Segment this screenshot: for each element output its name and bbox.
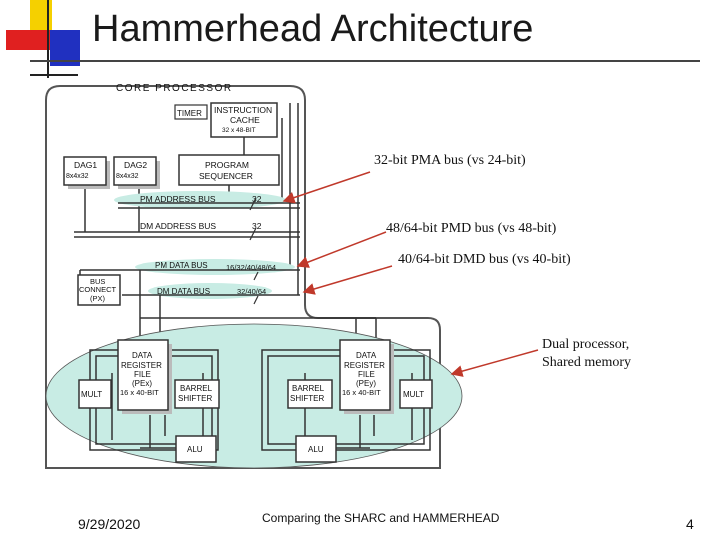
right-mult-block	[399, 379, 433, 409]
dag1-label: DAG1	[74, 160, 97, 170]
right-barrel-shifter-block	[287, 379, 333, 409]
right-regfile-line-2: REGISTER	[344, 361, 385, 370]
pma-bus-annotation: 32-bit PMA bus (vs 24-bit)	[374, 153, 526, 168]
pma-arrow	[282, 171, 371, 204]
left-regfile-line-4: (PEx)	[132, 379, 152, 388]
left-mult-block	[78, 379, 112, 409]
footer-title: Comparing the SHARC and HAMMERHEAD	[262, 511, 500, 525]
dm-address-bus-label: DM ADDRESS BUS	[140, 221, 216, 231]
right-regfile-line-1: DATA	[356, 351, 377, 360]
pm-data-bus-highlight	[135, 259, 295, 275]
shared-memory-annotation: Shared memory	[542, 355, 632, 370]
left-register-file-block	[117, 339, 169, 411]
pm-address-bus-highlight	[114, 191, 286, 209]
bus-connect-line-3: (PX)	[90, 294, 106, 303]
pmd-bus-annotation: 48/64-bit PMD bus (vs 48-bit)	[386, 221, 557, 236]
icache-line-3: 32 x 48-BIT	[222, 127, 256, 134]
dmd-arrow	[302, 265, 393, 295]
pmd-arrow	[296, 231, 387, 268]
dag2-label: DAG2	[124, 160, 147, 170]
right-mult-label: MULT	[403, 390, 424, 399]
pm-data-bus-label: PM DATA BUS	[155, 261, 208, 270]
timer-label: TIMER	[177, 109, 202, 118]
right-regfile-line-5: 16 x 40-BIT	[342, 388, 381, 397]
right-alu-label: ALU	[308, 445, 324, 454]
right-regfile-line-4: (PEy)	[356, 379, 376, 388]
core-processor-border	[45, 85, 441, 469]
corner-bar-vertical	[47, 0, 49, 78]
title-underline	[30, 60, 700, 62]
pm-address-bus-label: PM ADDRESS BUS	[140, 194, 216, 204]
dag1-size: 8x4x32	[66, 173, 89, 180]
left-barrel-line-1: BARREL	[180, 384, 213, 393]
bus-connect-line-1: BUS	[90, 277, 105, 286]
left-regfile-line-3: FILE	[134, 370, 151, 379]
sequencer-line-2: SEQUENCER	[199, 171, 253, 181]
left-alu-block	[175, 435, 217, 463]
icache-line-2: CACHE	[230, 115, 260, 125]
sequencer-line-1: PROGRAM	[205, 160, 249, 170]
dm-data-bus-label: DM DATA BUS	[157, 287, 210, 296]
right-regfile-line-3: FILE	[358, 370, 375, 379]
core-processor-label: CORE PROCESSOR	[116, 83, 233, 94]
dag2-block	[113, 156, 157, 186]
right-barrel-line-1: BARREL	[292, 384, 325, 393]
left-alu-label: ALU	[187, 445, 203, 454]
right-barrel-line-2: SHIFTER	[290, 394, 324, 403]
left-regfile-line-5: 16 x 40-BIT	[120, 388, 159, 397]
pm-address-bus-width: 32	[252, 194, 262, 204]
right-register-file-block	[339, 339, 391, 411]
program-sequencer-block	[178, 154, 280, 186]
dmd-bus-annotation: 40/64-bit DMD bus (vs 40-bit)	[398, 252, 571, 267]
dag2-size: 8x4x32	[116, 173, 139, 180]
slide-title: Hammerhead Architecture	[92, 8, 534, 50]
corner-bar-horizontal	[30, 74, 78, 76]
dm-data-bus-width: 32/40/64	[237, 287, 266, 296]
left-regfile-line-1: DATA	[132, 351, 153, 360]
left-barrel-line-2: SHIFTER	[178, 394, 212, 403]
instruction-cache-block	[210, 102, 278, 138]
left-barrel-shifter-block	[174, 379, 220, 409]
corner-square-red	[6, 30, 50, 50]
icache-line-1: INSTRUCTION	[214, 105, 272, 115]
left-mult-label: MULT	[81, 390, 102, 399]
dual-processor-arrow	[450, 349, 539, 377]
right-alu-block	[295, 435, 337, 463]
dual-processor-annotation: Dual processor,	[542, 337, 630, 352]
page-number: 4	[686, 516, 694, 532]
dm-address-bus-width: 32	[252, 221, 262, 231]
left-regfile-line-2: REGISTER	[121, 361, 162, 370]
pm-data-bus-width: 16/32/40/48/64	[226, 263, 276, 272]
timer-block	[174, 104, 208, 120]
bus-connect-line-2: CONNECT	[79, 285, 117, 294]
footer-date: 9/29/2020	[78, 516, 141, 532]
dag1-block	[63, 156, 107, 186]
bus-connect-block	[77, 274, 121, 306]
